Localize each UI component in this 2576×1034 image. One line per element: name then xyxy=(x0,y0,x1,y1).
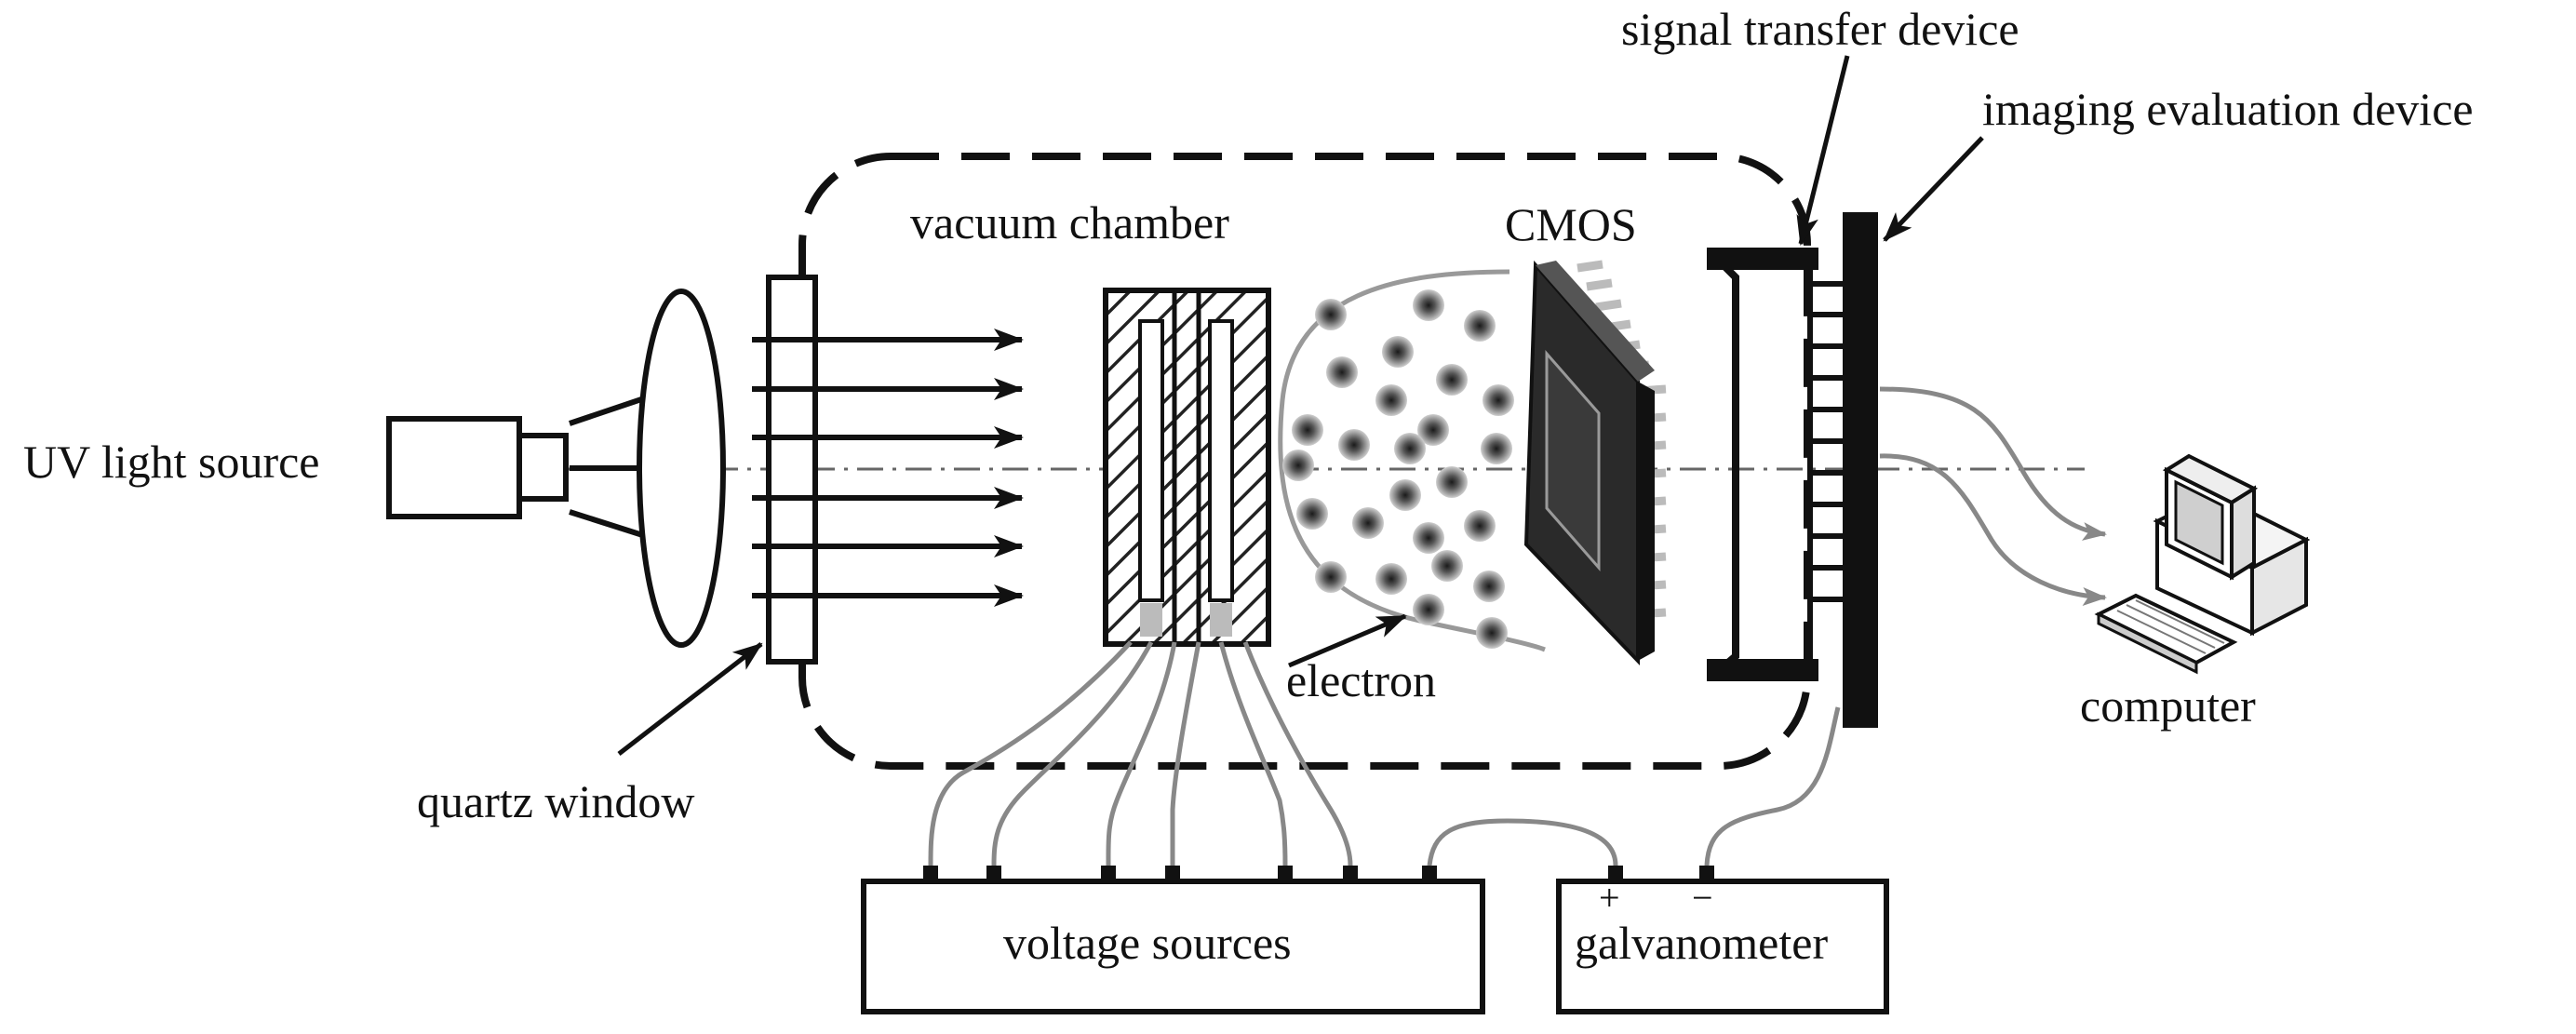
electron-cloud-boundary xyxy=(1278,269,1546,652)
label-galvanometer: galvanometer xyxy=(1575,917,1828,969)
label-quartz-window: quartz window xyxy=(417,775,695,827)
wire-galvanometer-to-plate xyxy=(1704,706,1841,866)
wire-voltage-to-galvanometer xyxy=(1427,818,1618,866)
voltage-sources-box xyxy=(861,879,1485,1014)
computer-icon xyxy=(2094,453,2311,675)
label-cmos: CMOS xyxy=(1505,198,1637,250)
galvanometer-terminals xyxy=(1608,866,1714,884)
voltage-terminals xyxy=(923,866,1437,884)
label-uv-light-source: UV light source xyxy=(23,436,319,488)
signal-transfer-pins xyxy=(1810,281,1847,602)
label-electron: electron xyxy=(1286,654,1436,706)
electrode-stack xyxy=(1103,288,1271,647)
uv-light-source xyxy=(386,416,569,519)
cable-to-computer-upper xyxy=(1879,386,2107,541)
cable-to-computer-lower xyxy=(1879,453,2107,606)
cmos-chip xyxy=(1523,260,1667,665)
electron-particles xyxy=(1282,289,1514,649)
quartz-window-pointer xyxy=(617,642,763,756)
signal-transfer-device xyxy=(1707,248,1818,681)
lens xyxy=(637,289,726,648)
electrode-wires xyxy=(928,640,1353,866)
label-voltage-sources: voltage sources xyxy=(1003,917,1292,969)
label-plus: + xyxy=(1599,877,1620,919)
label-imaging-evaluation-device: imaging evaluation device xyxy=(1982,83,2474,135)
label-computer: computer xyxy=(2080,679,2256,732)
label-signal-transfer-device: signal transfer device xyxy=(1621,3,2019,55)
quartz-window xyxy=(766,275,818,665)
parallel-uv-beams xyxy=(752,329,1024,607)
signal-transfer-pointer xyxy=(1796,55,1850,246)
label-minus: − xyxy=(1692,877,1713,919)
imaging-evaluation-plate xyxy=(1843,212,1878,728)
electron-pointer xyxy=(1288,613,1407,668)
label-vacuum-chamber: vacuum chamber xyxy=(910,196,1229,248)
imaging-evaluation-pointer xyxy=(1883,136,1984,242)
galvanometer-box xyxy=(1556,879,1889,1014)
